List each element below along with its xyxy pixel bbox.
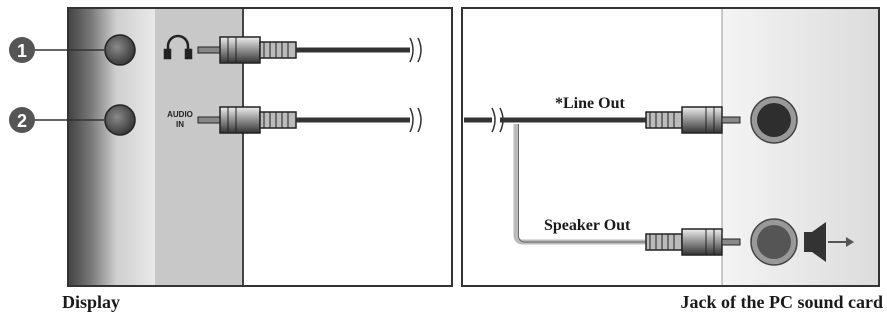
callout-1-number: 1 <box>17 41 27 61</box>
callout-1: 1 <box>9 37 104 63</box>
display-headphone-jack <box>104 34 136 66</box>
pc-line-out-jack <box>757 103 791 137</box>
speaker-out-plug <box>645 228 741 256</box>
headphone-icon <box>163 34 193 60</box>
pc-sound-card-caption: Jack of the PC sound card <box>680 292 883 312</box>
speaker-out-label: Speaker Out <box>544 217 631 234</box>
break-mark-1 <box>409 37 422 63</box>
line-out-plug <box>645 106 741 134</box>
audio-in-plug <box>197 106 297 134</box>
callout-2: 2 <box>9 107 104 133</box>
audio-in-label-2: IN <box>176 120 184 129</box>
audio-in-label-1: AUDIO <box>167 110 193 119</box>
headphone-plug <box>197 36 297 64</box>
display-caption: Display <box>62 292 121 312</box>
callout-2-number: 2 <box>17 111 27 131</box>
line-out-label: *Line Out <box>555 95 625 112</box>
pc-speaker-out-jack <box>757 225 791 259</box>
speaker-icon <box>804 222 854 262</box>
speaker-out-cable-edge <box>518 124 649 243</box>
display-audio-in-jack <box>104 104 136 136</box>
break-mark-2 <box>409 107 422 133</box>
